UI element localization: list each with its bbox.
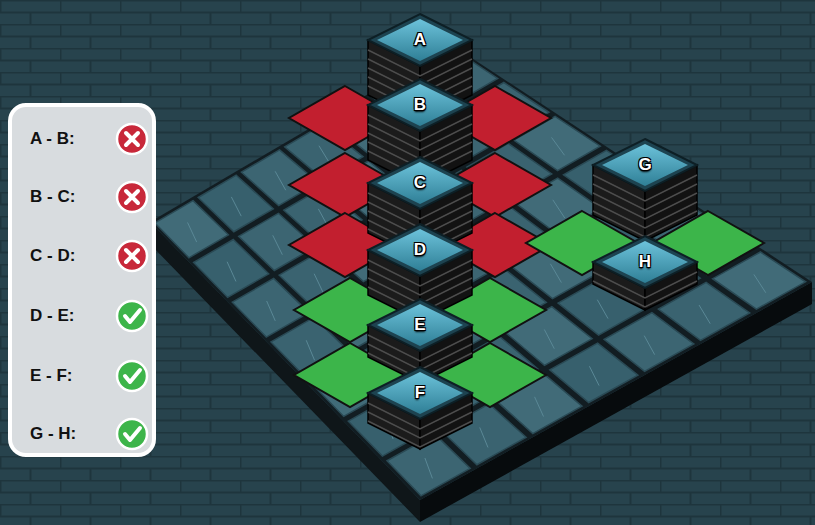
tile-crack: [425, 458, 432, 478]
cross-mark: [126, 133, 138, 145]
tile-crack: [589, 366, 599, 385]
tile-crack: [306, 340, 314, 360]
tile-crack: [535, 397, 544, 417]
cube-label: F: [400, 381, 440, 405]
board-body: [150, 45, 812, 522]
tile-crack: [231, 197, 241, 216]
floor-tiles: [155, 49, 806, 496]
cube-letter: D: [414, 240, 426, 260]
cross-mark: [126, 191, 138, 203]
tile-crack: [314, 274, 323, 294]
tile-crack: [480, 427, 488, 447]
cross-icon: [117, 124, 147, 154]
cube-stripe: [593, 193, 697, 219]
legend-text: G - H:: [30, 424, 76, 444]
stone-cube: [593, 139, 697, 241]
legend-icons: [12, 107, 160, 461]
cube-label: B: [400, 93, 440, 117]
cube-letter: F: [415, 383, 425, 403]
tile-crack: [699, 305, 710, 324]
cube-label: G: [625, 153, 665, 177]
cube-letter: H: [639, 252, 651, 272]
tile-crack: [644, 336, 654, 355]
legend-text: E - F:: [30, 366, 73, 386]
highlight-tiles: [289, 86, 764, 407]
check-icon: [117, 419, 147, 449]
cube-letter: B: [414, 95, 426, 115]
tile-crack: [544, 329, 554, 348]
tile-crack: [188, 222, 197, 242]
cube-letter: E: [414, 315, 425, 335]
cube-label: H: [625, 250, 665, 274]
stone-cube: [593, 236, 697, 310]
cube-label: D: [400, 238, 440, 262]
tile-crack: [275, 171, 286, 190]
cross-icon: [117, 241, 147, 271]
check-icon: [117, 301, 147, 331]
legend-text: A - B:: [30, 129, 75, 149]
legend-panel: A - B: B - C: C - D: D - E: E - F: G - H:: [8, 103, 156, 457]
cube-stripe: [368, 421, 472, 447]
tile-crack: [227, 262, 236, 282]
cube-label: A: [400, 28, 440, 52]
cube-label: E: [400, 313, 440, 337]
cross-mark: [126, 250, 138, 262]
legend-text: C - D:: [30, 246, 75, 266]
tile-crack: [267, 301, 276, 321]
tile-crack: [597, 300, 608, 319]
cube-label: C: [400, 171, 440, 195]
cube-stripe: [593, 211, 697, 237]
cube-letter: C: [414, 173, 426, 193]
check-mark: [125, 428, 140, 440]
stone-cube: [368, 367, 472, 449]
legend-text: B - C:: [30, 187, 75, 207]
cubes: [368, 14, 697, 449]
cube-stripe: [368, 133, 472, 159]
tile-crack: [552, 137, 565, 155]
legend-text: D - E:: [30, 306, 74, 326]
check-icon: [117, 361, 147, 391]
cross-icon: [117, 182, 147, 212]
check-mark: [125, 310, 140, 322]
cube-stripe: [593, 202, 697, 228]
check-mark: [125, 370, 140, 382]
cube-letter: A: [414, 30, 426, 50]
tile-crack: [754, 274, 766, 292]
tile-crack: [273, 235, 283, 254]
cube-letter: G: [638, 155, 651, 175]
tile-crack: [550, 264, 561, 283]
tile-crack: [553, 200, 565, 218]
